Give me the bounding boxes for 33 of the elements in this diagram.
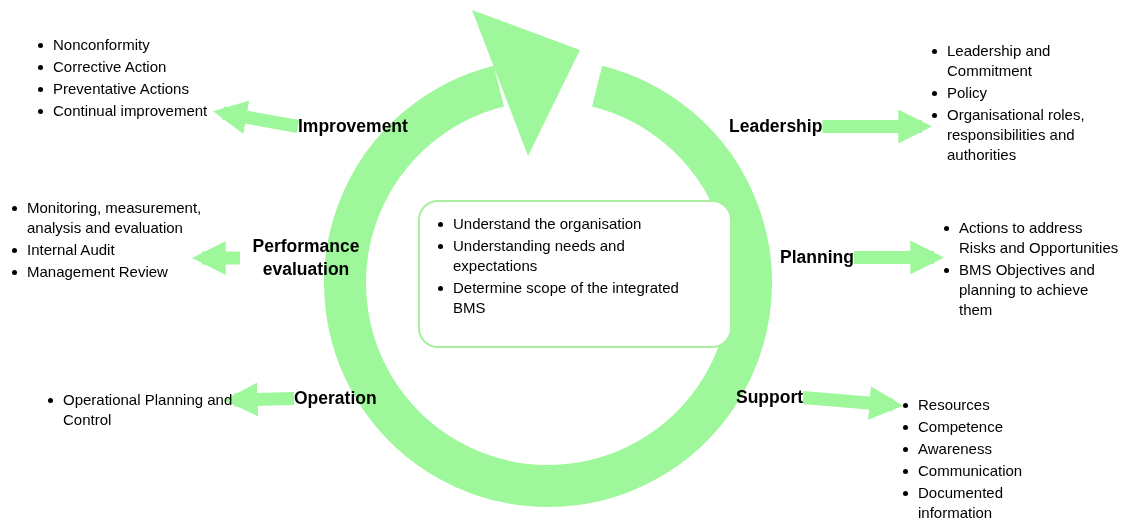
bullet-item: Continual improvement <box>53 101 208 121</box>
block-arrow <box>822 109 933 144</box>
stage-label: Support <box>736 386 804 409</box>
block-arrow <box>213 100 300 134</box>
bullet-item: Nonconformity <box>53 35 150 55</box>
bullet-item: Corrective Action <box>53 57 167 77</box>
stage-label: Improvement <box>298 115 408 138</box>
bullet-item: Preventative Actions <box>53 79 189 99</box>
bullet-item: BMS Objectives and planning to achieve them <box>959 260 1096 320</box>
bullet-item: Internal Audit <box>27 240 115 260</box>
rounded-box <box>418 200 732 348</box>
block-arrow <box>802 386 904 420</box>
stage-label: Operation <box>294 387 377 410</box>
bullet-item: Monitoring, measurement, analysis and evaluation <box>27 198 202 238</box>
bullet-item: Understand the organisation <box>453 214 642 234</box>
stage-label: Performance evaluation <box>240 235 372 281</box>
bullet-item: Management Review <box>27 262 168 282</box>
block-arrow <box>191 241 240 275</box>
bullet-item: Communication <box>918 461 1023 481</box>
bullet-item: Organisational roles, responsibilities and authorities <box>947 105 1086 165</box>
bullet-item: Competence <box>918 417 1004 437</box>
stage-label: Leadership <box>729 115 823 138</box>
stage-label: Planning <box>780 246 854 269</box>
bullet-item: Leadership and Commitment <box>947 41 1052 81</box>
bullet-item: Policy <box>947 83 987 103</box>
bullet-item: Documented information <box>918 483 1005 518</box>
bullet-item: Determine scope of the integrated BMS <box>453 278 680 318</box>
bullet-item: Understanding needs and expectations <box>453 236 626 276</box>
bullet-item: Actions to address Risks and Opportunities <box>959 218 1120 258</box>
bullet-item: Awareness <box>918 439 992 459</box>
bullet-item: Resources <box>918 395 990 415</box>
block-arrow <box>853 240 945 275</box>
bullet-item: Operational Planning and Control <box>63 390 234 430</box>
